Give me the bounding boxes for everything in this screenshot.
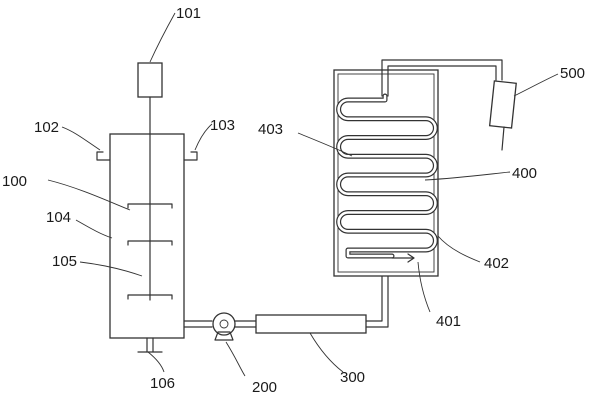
- label-101: 101: [176, 5, 201, 22]
- label-500: 500: [560, 65, 585, 82]
- motor-box: [137, 62, 163, 98]
- stirrer-blade-top: [127, 203, 173, 209]
- inlet-port-right: [183, 151, 198, 161]
- base-valve: [137, 337, 163, 353]
- leader-lines: [47, 12, 559, 377]
- label-100: 100: [2, 173, 27, 190]
- label-200: 200: [252, 379, 277, 396]
- label-105: 105: [52, 253, 77, 270]
- cooling-box: [333, 59, 503, 277]
- label-106: 106: [150, 375, 175, 392]
- label-300: 300: [340, 369, 365, 386]
- coil-exit-pipe: [381, 59, 503, 97]
- label-102: 102: [34, 119, 59, 136]
- reactor-vessel: [96, 62, 213, 353]
- stirrer-blade-mid: [127, 240, 173, 246]
- coil-outlet-arrow: [391, 253, 415, 263]
- label-403: 403: [258, 121, 283, 138]
- label-402: 402: [484, 255, 509, 272]
- inlet-port-left: [96, 151, 111, 161]
- label-103: 103: [210, 117, 235, 134]
- tube-heater: [255, 314, 367, 334]
- collector: [488, 80, 517, 151]
- label-400: 400: [512, 165, 537, 182]
- pump: [212, 312, 257, 341]
- label-104: 104: [46, 209, 71, 226]
- reactor-outlet-pipe: [183, 320, 213, 328]
- stirrer-blade-bottom: [127, 294, 173, 300]
- label-401: 401: [436, 313, 461, 330]
